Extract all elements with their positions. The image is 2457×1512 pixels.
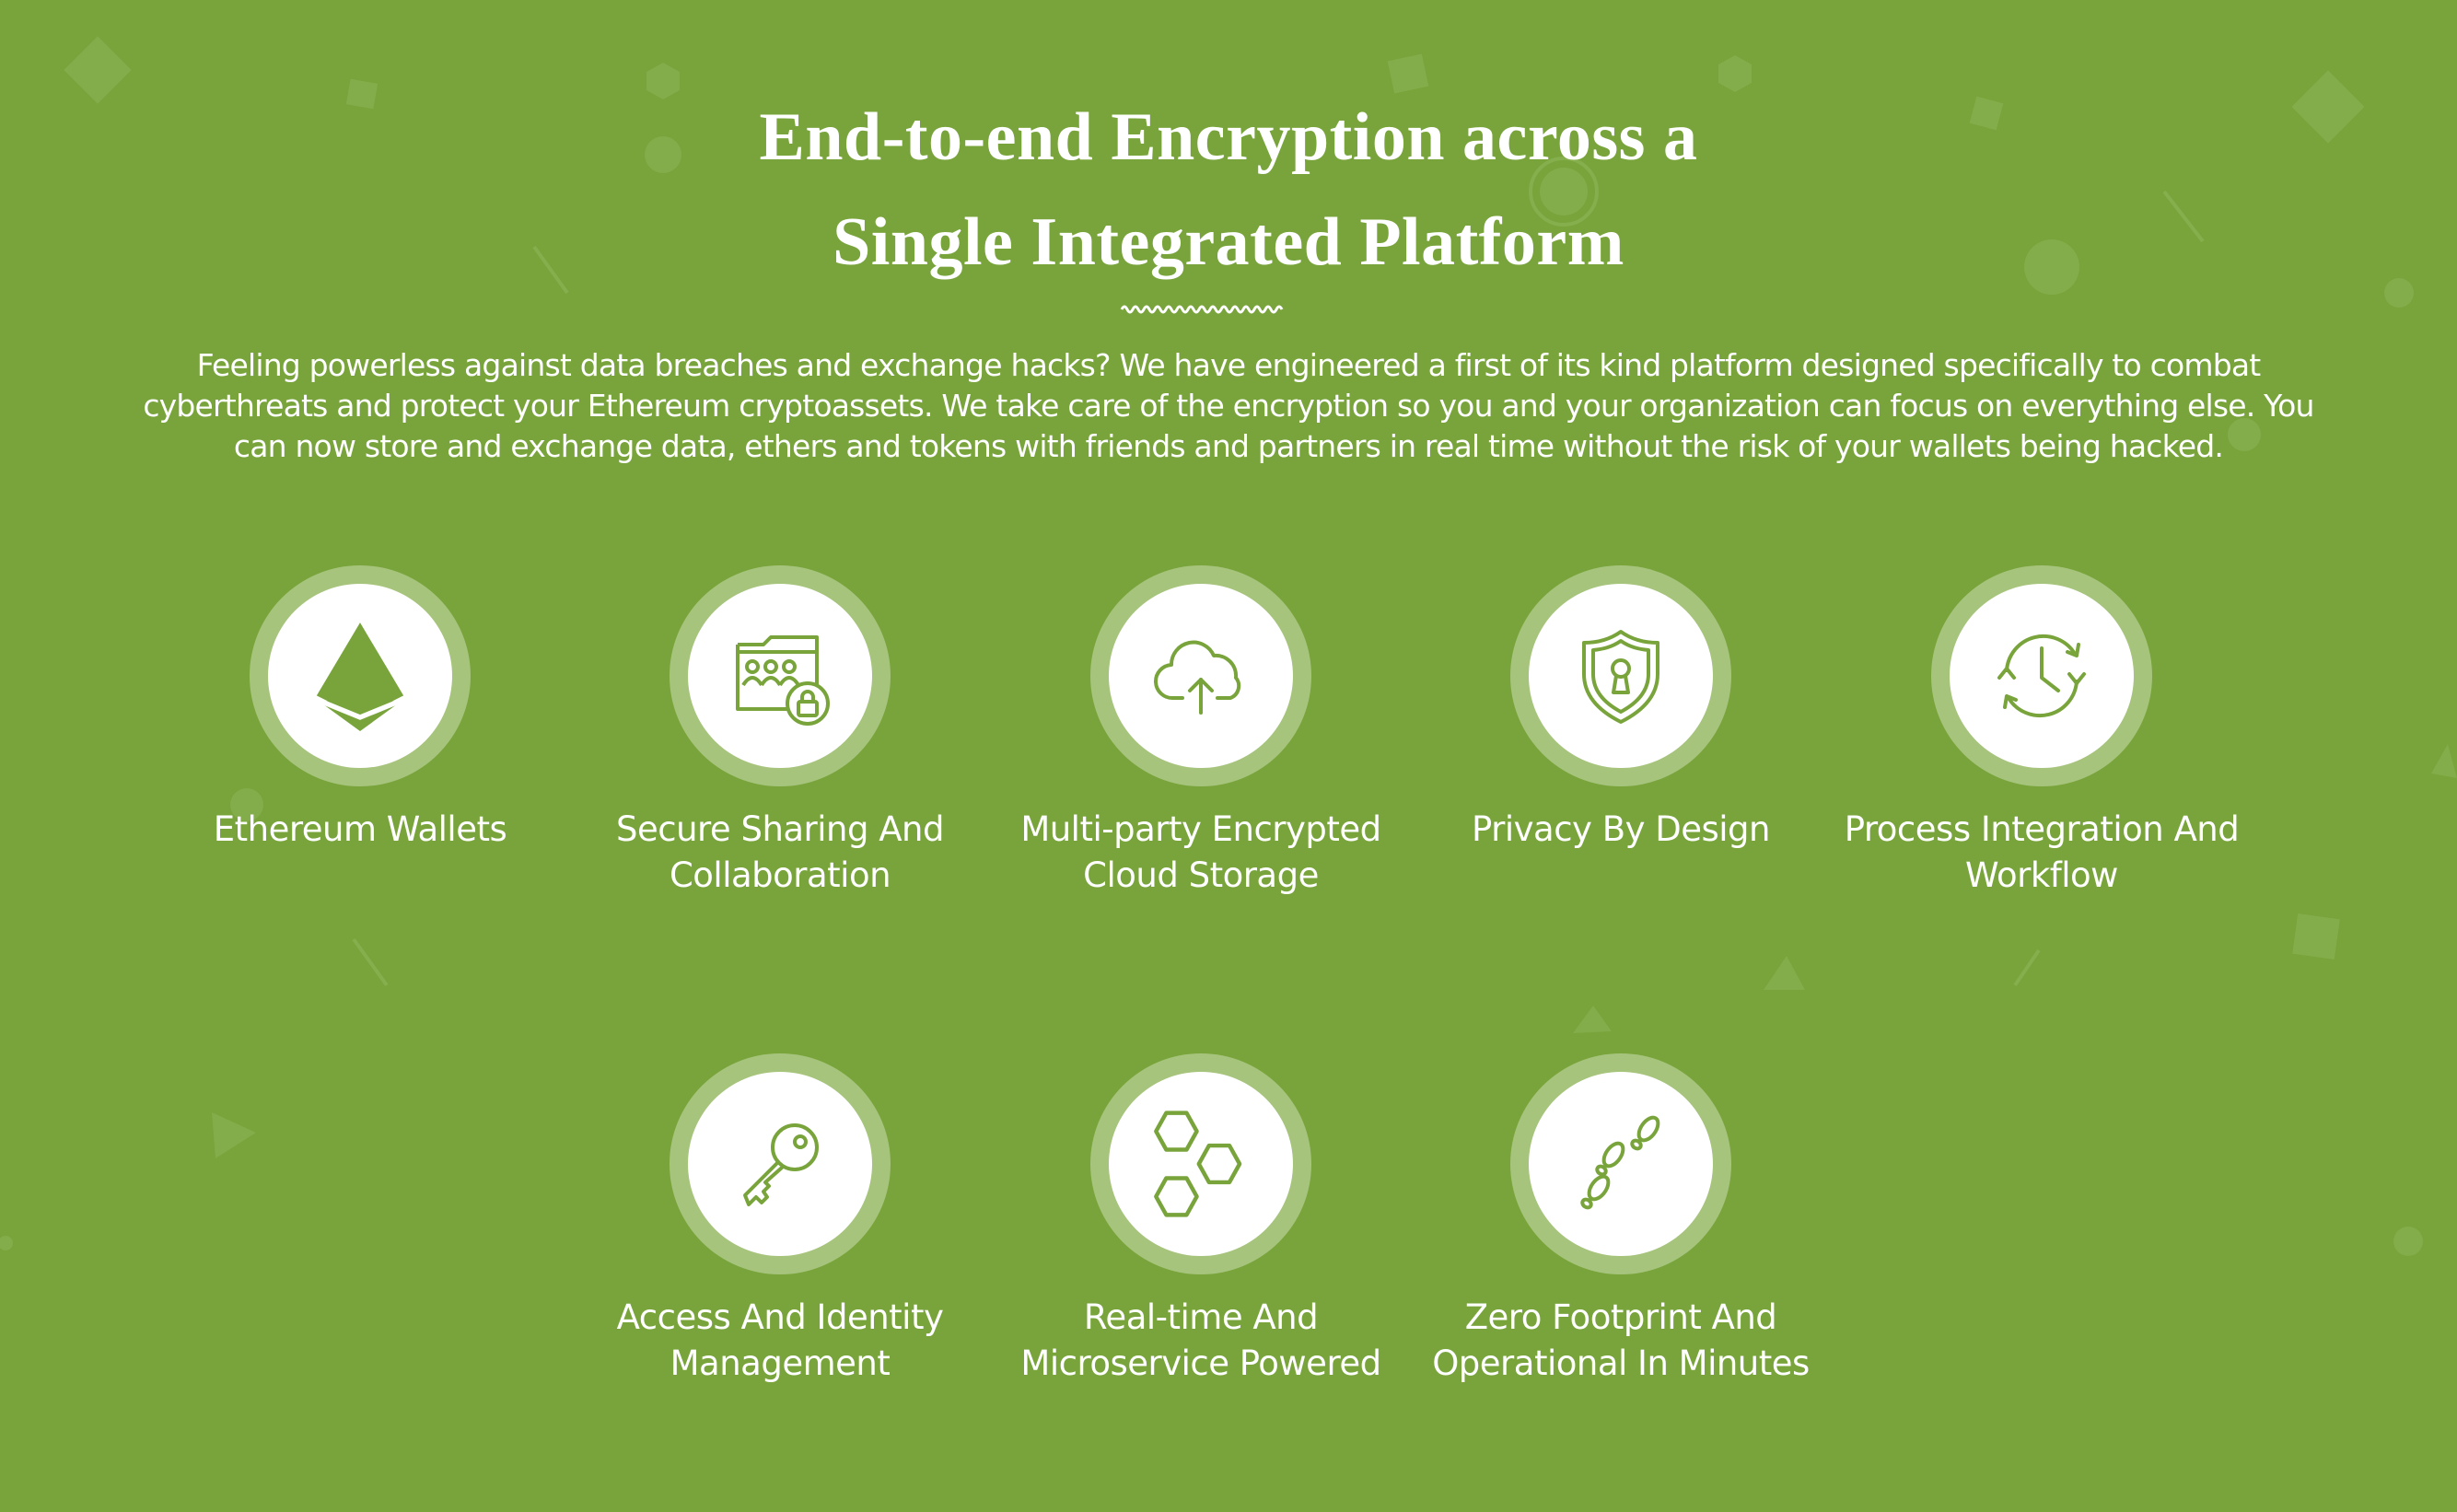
feature-label: Secure Sharing And Collaboration bbox=[582, 807, 978, 899]
feature-icon-disc bbox=[1529, 584, 1713, 768]
hexagons-icon bbox=[1154, 1111, 1242, 1217]
feature-icon-disc bbox=[1950, 584, 2134, 768]
wavy-divider bbox=[1120, 305, 1284, 314]
feature-label: Multi-party Encrypted Cloud Storage bbox=[1003, 807, 1399, 899]
intro-paragraph: Feeling powerless against data breaches … bbox=[143, 347, 2314, 464]
feature-label-line1: Process Integration And bbox=[1844, 809, 2240, 849]
feature-label: Real-time And Microservice Powered bbox=[1003, 1295, 1399, 1387]
feature-icon-disc bbox=[1529, 1072, 1713, 1256]
feature-icon-disc bbox=[1109, 1072, 1293, 1256]
feature-icon-disc bbox=[1109, 584, 1293, 768]
feature-icon-ring bbox=[670, 1053, 891, 1274]
feature-icon-ring bbox=[1931, 565, 2152, 786]
section-title: End-to-end Encryption across a Single In… bbox=[0, 85, 2457, 295]
feature-label-line2: Microservice Powered bbox=[1020, 1343, 1381, 1383]
feature-label-line1: Secure Sharing And bbox=[615, 809, 945, 849]
feature-icon-disc bbox=[688, 1072, 872, 1256]
feature-label: Ethereum Wallets bbox=[162, 807, 558, 853]
feature-icon-disc bbox=[688, 584, 872, 768]
feature-label-line1: Zero Footprint And bbox=[1464, 1297, 1777, 1337]
feature-icon-ring bbox=[250, 565, 471, 786]
key-icon bbox=[743, 1123, 819, 1206]
feature-icon-ring bbox=[1090, 1053, 1311, 1274]
feature-label-line2: Cloud Storage bbox=[1083, 855, 1319, 895]
feature-label-line2: Workflow bbox=[1965, 855, 2118, 895]
feature-icon-ring bbox=[1510, 565, 1731, 786]
section-title-line1: End-to-end Encryption across a bbox=[759, 99, 1698, 175]
clock-cycle-icon bbox=[1997, 634, 2086, 718]
feature-icon-ring bbox=[670, 565, 891, 786]
feature-label-line1: Access And Identity bbox=[616, 1297, 944, 1337]
ethereum-icon bbox=[315, 622, 405, 731]
feature-icon-ring bbox=[1510, 1053, 1731, 1274]
feature-label: Privacy By Design bbox=[1423, 807, 1819, 853]
feature-label: Access And Identity Management bbox=[582, 1295, 978, 1387]
shield-keyhole-icon bbox=[1582, 630, 1659, 724]
cloud-upload-icon bbox=[1153, 640, 1241, 715]
feature-label-line1: Multi-party Encrypted bbox=[1020, 809, 1381, 849]
feature-label-line1: Ethereum Wallets bbox=[213, 809, 507, 849]
footprints-icon bbox=[1580, 1115, 1660, 1210]
feature-icon-ring bbox=[1090, 565, 1311, 786]
feature-label-line1: Real-time And bbox=[1083, 1297, 1319, 1337]
feature-label-line2: Collaboration bbox=[669, 855, 891, 895]
shared-folder-lock-icon bbox=[736, 635, 830, 726]
feature-label: Process Integration And Workflow bbox=[1844, 807, 2240, 899]
feature-label: Zero Footprint And Operational In Minute… bbox=[1423, 1295, 1819, 1387]
feature-label-line2: Management bbox=[670, 1343, 891, 1383]
feature-label-line2: Operational In Minutes bbox=[1432, 1343, 1810, 1383]
section-title-line2: Single Integrated Platform bbox=[833, 204, 1624, 280]
feature-label-line1: Privacy By Design bbox=[1471, 809, 1771, 849]
feature-icon-disc bbox=[268, 584, 452, 768]
